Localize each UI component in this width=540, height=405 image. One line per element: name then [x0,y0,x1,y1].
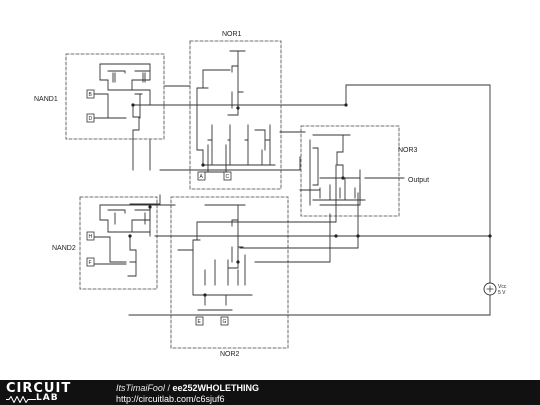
junction-dot [201,163,205,167]
input-f-label: F [89,260,92,266]
nor3-network [312,134,399,201]
input-h-label: H [89,234,93,240]
interconnect-3 [129,164,359,263]
interconnect-1 [159,156,301,171]
nand1-boundary [65,53,165,140]
input-d-pin [86,113,95,123]
input-g-pin [220,316,229,326]
nor1-boundary [189,40,282,190]
junction-dot [203,293,207,297]
input-e-pin [195,316,204,326]
input-f-pin [86,257,95,267]
supply-rail-top [131,84,491,316]
junction-dot [356,234,360,238]
circuit-url[interactable]: http://circuitlab.com/c6sjuf6 [116,394,225,404]
input-g-label: G [223,319,227,325]
nand2-boundary [79,196,158,290]
junction-dot [236,106,240,110]
input-c-label: C [226,174,230,180]
vcc-value: 5 V [498,290,506,296]
nand1-label: NAND1 [34,96,58,103]
junction-dot [236,260,240,264]
output-label: Output [408,177,429,184]
footer-bar: CIRCUIT LAB ItsTimaiFool / ee252WHOLETHI… [0,380,540,405]
nor2-boundary [170,196,289,349]
junction-dot [344,103,348,107]
input-a-pin [197,171,206,181]
input-b-pin [86,89,95,99]
input-h-pin [86,231,95,241]
title-separator: / [167,383,170,393]
nand2-label: NAND2 [52,245,76,252]
input-e-label: E [198,319,202,325]
junction-dot [131,103,135,107]
input-d-label: D [89,116,93,122]
logo-text-bottom: LAB [36,393,59,403]
circuit-title-line: ItsTimaiFool / ee252WHOLETHING [116,383,259,393]
vcc-source-polarity [486,285,494,293]
circuit-schematic: NAND1 NOR1 NOR3 NAND2 NOR2 Output B D H … [34,31,507,358]
nor1-network [196,50,276,173]
nor2-label: NOR2 [220,351,240,358]
junction-dot [341,176,345,180]
interconnect-4 [129,139,361,251]
junction-dot [334,234,338,238]
circuit-title[interactable]: ee252WHOLETHING [172,383,260,393]
nand2-network [92,204,151,277]
waveform-icon [6,396,36,403]
input-a-label: A [200,174,204,180]
input-c-pin [223,171,232,181]
junction-dot [488,234,492,238]
logo-text-top: CIRCUIT [6,381,72,396]
nor3-label: NOR3 [398,147,418,154]
author-link[interactable]: ItsTimaiFool [116,383,165,393]
nor1-label: NOR1 [222,31,242,38]
nor3-boundary [300,125,400,217]
junction-dot [128,234,132,238]
nor2-network [192,204,253,311]
vcc-label: Vcc [498,284,507,290]
junction-dot [148,205,152,209]
input-b-label: B [89,92,93,98]
nand1-network [92,63,151,171]
circuitlab-logo: CIRCUIT LAB [6,382,96,403]
